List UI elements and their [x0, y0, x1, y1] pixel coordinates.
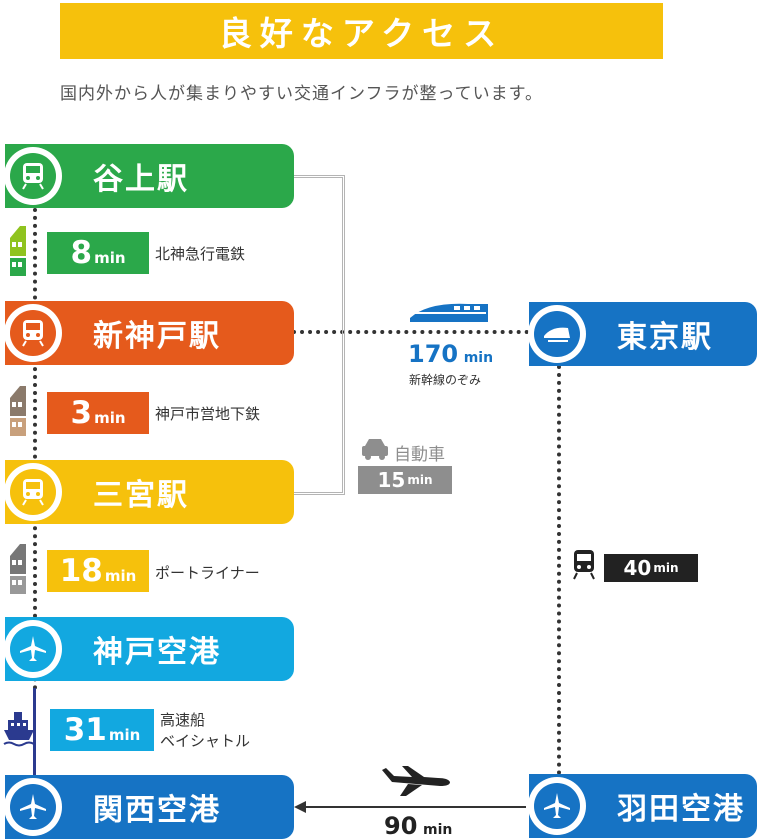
page-subtitle: 国内外から人が集まりやすい交通インフラが整っています。 [60, 84, 543, 104]
station-kobe-airport-label: 神戸空港 [93, 635, 221, 670]
train-side-icon [6, 222, 28, 282]
shinkansen-name: 新幹線のぞみ [409, 373, 482, 387]
left-dotted-line-upper [33, 200, 37, 690]
car-route-line [292, 175, 345, 495]
train-front-icon [572, 548, 596, 584]
airplane-icon [20, 636, 46, 661]
ship-icon [2, 708, 36, 752]
route-name-ferry-line1: 高速船 [160, 711, 206, 729]
left-solid-line [33, 688, 36, 783]
shinkansen-time: 170 min [408, 340, 494, 368]
kansai-airport-circle [4, 778, 62, 836]
station-tokyo-label: 東京駅 [617, 320, 713, 355]
route-name-subway: 神戸市営地下鉄 [155, 405, 261, 423]
flight-time: 90 min [384, 812, 453, 840]
train-icon [22, 320, 44, 347]
airplane-side-icon [378, 764, 452, 802]
station-shinkobe-label: 新神戸駅 [93, 319, 221, 354]
route-name-hokushin: 北神急行電鉄 [155, 245, 246, 263]
right-dotted-line [557, 365, 561, 783]
airplane-icon [544, 793, 570, 818]
kobe-airport-circle [4, 620, 62, 678]
station-tanigami-label: 谷上駅 [93, 162, 189, 197]
shinkansen-side-icon [408, 300, 490, 330]
car-label: 自動車 [394, 445, 445, 465]
train-side-icon [6, 540, 28, 600]
flight-arrow [294, 799, 526, 818]
station-sannomiya-label: 三宮駅 [93, 478, 189, 513]
station-kansai-airport-label: 関西空港 [93, 793, 221, 828]
tokyo-circle [528, 305, 586, 363]
route-name-ferry-line2: ベイシャトル [160, 732, 251, 750]
sannomiya-circle [4, 463, 62, 521]
tanigami-circle [4, 147, 62, 205]
airplane-icon [20, 794, 46, 819]
shinkobe-circle [4, 304, 62, 362]
train-icon [22, 479, 44, 506]
haneda-circle [528, 777, 586, 835]
train-icon [22, 163, 44, 190]
shinkansen-icon [544, 327, 570, 342]
station-haneda-label: 羽田空港 [617, 792, 745, 827]
page-title: 良好なアクセス [60, 3, 663, 59]
shinkansen-line [292, 330, 529, 334]
car-icon [360, 436, 390, 466]
train-side-icon [6, 382, 28, 442]
route-name-portliner: ポートライナー [155, 564, 260, 582]
